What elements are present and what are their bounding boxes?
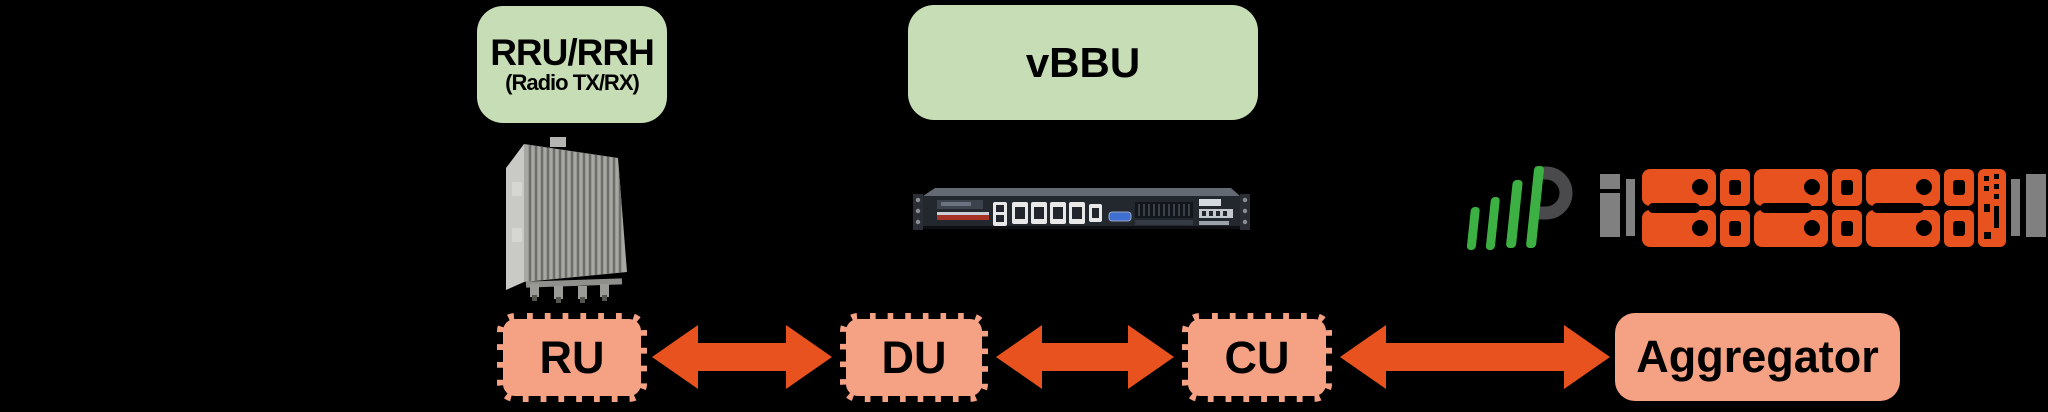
rru-rrh-title: RRU/RRH (490, 31, 655, 73)
cu-label: CU (1224, 331, 1290, 383)
remote-radio-unit-icon (506, 137, 627, 303)
cu-box: CU (1182, 313, 1332, 402)
du-label: DU (881, 331, 947, 383)
rack-server-icon (913, 188, 1250, 230)
du-cu-arrow-icon (996, 325, 1174, 389)
cu-aggregator-arrow-icon (1340, 325, 1610, 389)
ru-du-arrow-icon (652, 325, 832, 389)
ru-label: RU (539, 331, 605, 383)
vbbu-box: vBBU (908, 5, 1258, 120)
du-box: DU (840, 313, 988, 402)
ru-box: RU (497, 313, 647, 402)
aggregator-appliance-icon (1600, 169, 2046, 247)
aggregator-box: Aggregator (1615, 313, 1900, 401)
rru-rrh-subtitle: (Radio TX/RX) (505, 70, 640, 96)
rru-rrh-box: RRU/RRH (Radio TX/RX) (477, 6, 667, 123)
aggregator-label: Aggregator (1636, 331, 1879, 382)
vbbu-title: vBBU (1025, 38, 1141, 86)
signal-bars-p-logo-icon (1466, 166, 1573, 250)
